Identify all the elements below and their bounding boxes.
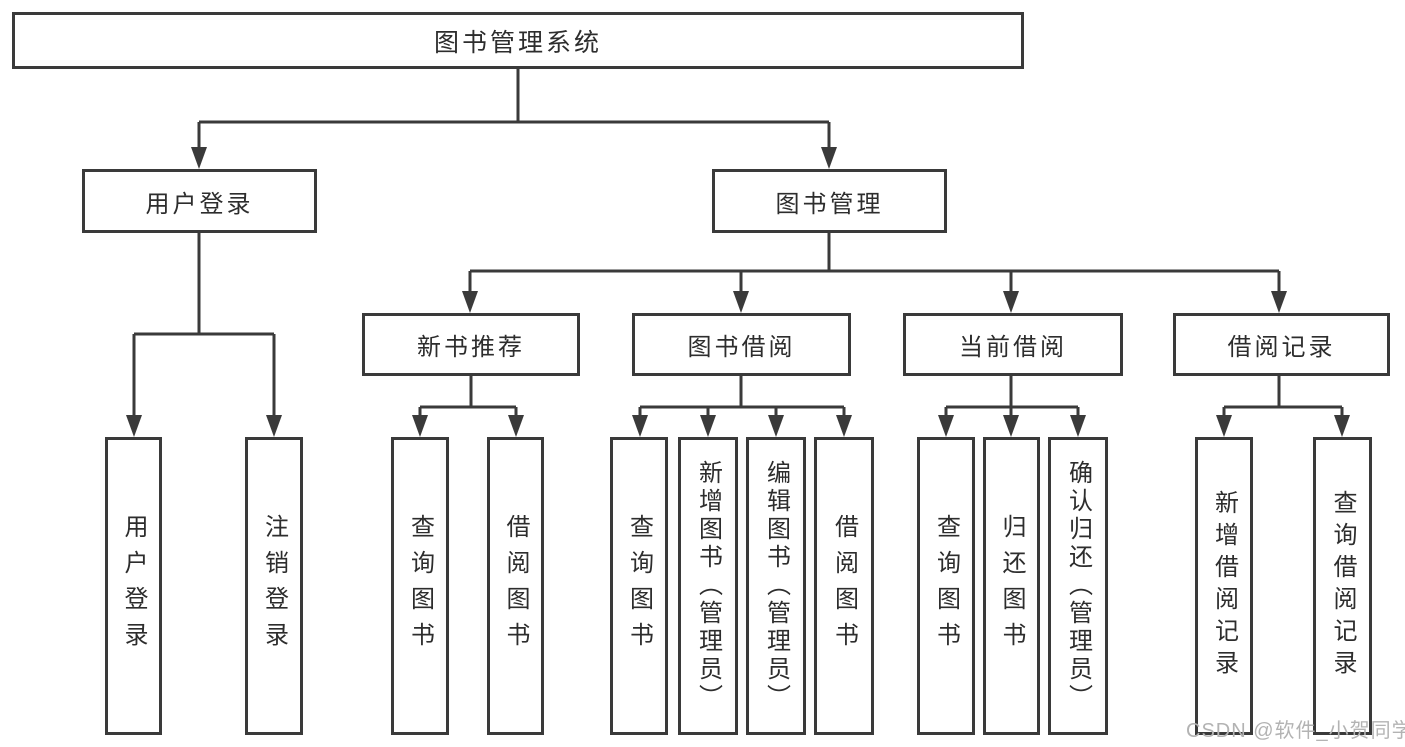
node-user-login: 用户登录 [82, 169, 317, 233]
leaf-logout: 注销登录 [245, 437, 303, 735]
leaf-edit-book-admin: 编辑图书（管理员） [746, 437, 806, 735]
node-new-book-recommend: 新书推荐 [362, 313, 580, 376]
node-current-borrow: 当前借阅 [903, 313, 1123, 376]
leaf-user-login: 用户登录 [105, 437, 162, 735]
node-book-management: 图书管理 [712, 169, 947, 233]
leaf-confirm-return-admin: 确认归还（管理员） [1048, 437, 1108, 735]
leaf-return-book: 归还图书 [983, 437, 1040, 735]
csdn-watermark: CSDN @软件_小贺同学 [1186, 720, 1405, 742]
leaf-add-borrow-record: 新增借阅记录 [1195, 437, 1253, 735]
leaf-borrow-books-recommend: 借阅图书 [487, 437, 544, 735]
leaf-add-book-admin: 新增图书（管理员） [678, 437, 738, 735]
leaf-borrow-books-borrow: 借阅图书 [814, 437, 874, 735]
leaf-query-books-borrow: 查询图书 [610, 437, 668, 735]
leaf-query-books-recommend: 查询图书 [391, 437, 449, 735]
leaf-query-books-current: 查询图书 [917, 437, 975, 735]
node-borrow-records: 借阅记录 [1173, 313, 1390, 376]
node-book-borrow: 图书借阅 [632, 313, 851, 376]
node-library-system: 图书管理系统 [12, 12, 1024, 69]
leaf-query-borrow-record: 查询借阅记录 [1313, 437, 1372, 735]
